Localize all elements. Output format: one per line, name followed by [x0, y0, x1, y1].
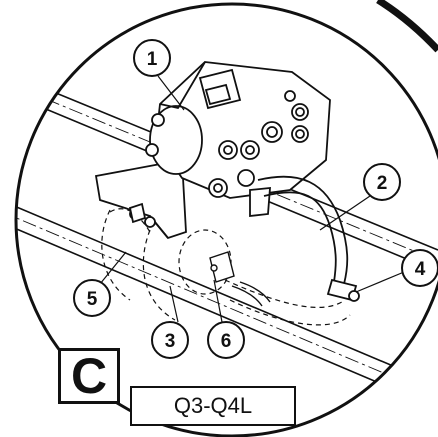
callout-6: 6 — [207, 321, 245, 359]
view-letter: C — [70, 348, 108, 404]
model-label: Q3-Q4L — [173, 393, 253, 418]
valve-block — [145, 61, 331, 218]
callout-4-number: 4 — [415, 259, 426, 280]
callout-leaders — [99, 75, 405, 323]
callout-1-number: 1 — [147, 49, 158, 70]
callout-5-number: 5 — [87, 289, 98, 310]
callout-4: 4 — [401, 249, 438, 287]
callout-3: 3 — [151, 321, 189, 359]
callout-1: 1 — [133, 39, 171, 77]
model-label-box: Q3-Q4L — [130, 386, 296, 426]
callout-2-number: 2 — [377, 173, 388, 194]
view-letter-box: C — [58, 348, 120, 404]
callout-2: 2 — [363, 163, 401, 201]
leader-arc — [376, 0, 438, 53]
callout-5: 5 — [73, 279, 111, 317]
callout-3-number: 3 — [165, 331, 176, 352]
callout-6-number: 6 — [221, 331, 232, 352]
hose — [257, 175, 349, 285]
fitting-stub — [209, 251, 271, 307]
hose-clamp — [326, 278, 360, 302]
detail-circle — [14, 2, 438, 437]
mounting-bracket — [94, 158, 187, 240]
